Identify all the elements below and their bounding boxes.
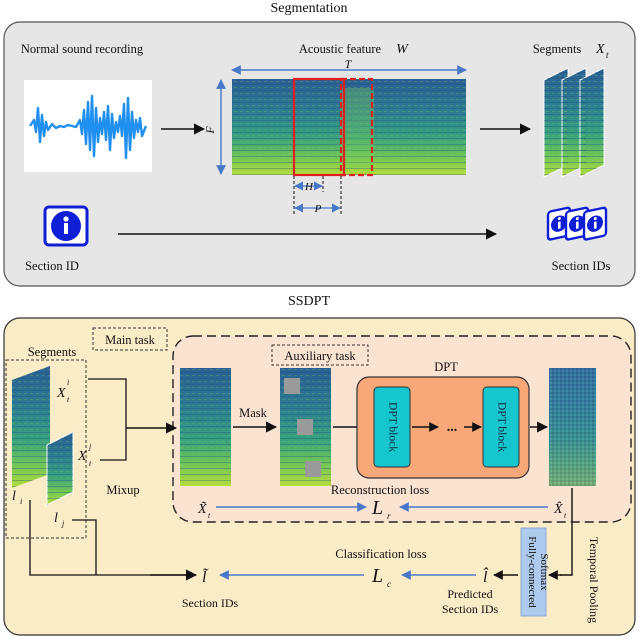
lj-line bbox=[72, 519, 97, 575]
segments-input-box bbox=[5, 359, 87, 539]
temporal-pooling-label: Temporal Pooling bbox=[587, 537, 601, 623]
mixed-segment-image bbox=[180, 368, 231, 486]
lj-symbol-sub: j bbox=[61, 519, 65, 528]
segments-symbol-sub: t bbox=[606, 50, 609, 60]
pooling-line bbox=[560, 488, 573, 576]
segmentation-title: Segmentation bbox=[271, 1, 348, 16]
dpt-label: DPT bbox=[434, 360, 458, 374]
ssdpt-segments-label: Segments bbox=[28, 345, 77, 359]
xj-symbol-sub: t bbox=[89, 459, 92, 468]
auxiliary-task-box bbox=[271, 344, 369, 366]
segments-label: Segments bbox=[533, 42, 582, 56]
classification-loss-label: Classification loss bbox=[335, 547, 426, 561]
masked-segment-image bbox=[280, 368, 331, 486]
normal-sound-label: Normal sound recording bbox=[21, 42, 144, 56]
dim-h-label: H bbox=[304, 181, 314, 193]
waveform-image bbox=[24, 80, 152, 172]
mixup-label: Mixup bbox=[106, 483, 139, 497]
dpt-block-1-label: DPT block bbox=[386, 402, 398, 452]
acoustic-feature-spectrogram bbox=[232, 79, 466, 175]
l-tilde-symbol: l̃ bbox=[202, 568, 209, 586]
fc-softmax-box bbox=[520, 527, 547, 617]
xj-symbol: X bbox=[77, 449, 87, 464]
lj-symbol: l bbox=[54, 511, 58, 526]
section-ids-output-label: Section IDs bbox=[182, 596, 239, 610]
main-task-box bbox=[92, 327, 168, 351]
section-id-info-icon bbox=[43, 205, 89, 247]
x-hat-symbol: X̂ bbox=[553, 501, 563, 517]
predicted-label-line1: Predicted bbox=[447, 587, 492, 601]
li-line bbox=[29, 500, 194, 576]
l-hat-symbol: l̂ bbox=[483, 567, 488, 586]
section-ids-label: Section IDs bbox=[552, 259, 611, 273]
auxiliary-task-label: Auxiliary task bbox=[284, 349, 356, 363]
predicted-label-line2: Section IDs bbox=[442, 602, 499, 616]
mask-label: Mask bbox=[239, 406, 268, 420]
dim-p-label: P bbox=[314, 203, 322, 215]
main-task-label: Main task bbox=[105, 333, 155, 347]
xi-symbol: X bbox=[56, 386, 66, 401]
mixup-line-xj bbox=[100, 428, 127, 461]
acoustic-feature-label: Acoustic feature bbox=[299, 42, 382, 56]
acoustic-feature-symbol: W bbox=[396, 42, 409, 57]
section-ids-info-icon-stack bbox=[546, 206, 608, 241]
dim-f-label: F bbox=[203, 126, 217, 135]
ssdpt-title: SSDPT bbox=[288, 294, 330, 309]
x-hat-sub: t bbox=[564, 511, 567, 520]
reconstruction-loss-label: Reconstruction loss bbox=[331, 483, 429, 497]
x-tilde-sub: t bbox=[208, 511, 211, 520]
dim-t-label: T bbox=[345, 57, 353, 71]
segments-symbol: X bbox=[595, 42, 605, 57]
segment-xi-image bbox=[12, 366, 50, 488]
xi-symbol-sup: i bbox=[67, 378, 69, 387]
section-id-label: Section ID bbox=[25, 259, 79, 273]
xj-symbol-sup: j bbox=[88, 442, 92, 451]
xi-symbol-sub: t bbox=[67, 395, 70, 404]
segments-stack bbox=[543, 67, 605, 178]
dpt-block-1 bbox=[373, 386, 411, 468]
loss-r-sub: r bbox=[387, 511, 391, 521]
loss-c-sub: c bbox=[387, 579, 391, 589]
loss-c-symbol: L bbox=[371, 565, 383, 587]
crop-window-1 bbox=[292, 77, 346, 177]
mixup-line-xi bbox=[88, 378, 127, 428]
li-symbol-sub: i bbox=[20, 497, 22, 506]
li-symbol: l bbox=[12, 489, 16, 504]
segment-xj-image bbox=[46, 431, 74, 506]
dpt-block-2-label: DPT block bbox=[495, 402, 507, 452]
dpt-ellipsis: ... bbox=[447, 420, 458, 435]
loss-r-symbol: L bbox=[371, 497, 383, 519]
x-tilde-symbol: X̃ bbox=[197, 501, 207, 517]
reconstructed-segment-image bbox=[549, 368, 596, 486]
fc-label-line2: Softmax bbox=[538, 553, 550, 591]
dpt-block-2 bbox=[482, 386, 520, 468]
fc-label-line1: Fully-connected bbox=[526, 536, 538, 608]
